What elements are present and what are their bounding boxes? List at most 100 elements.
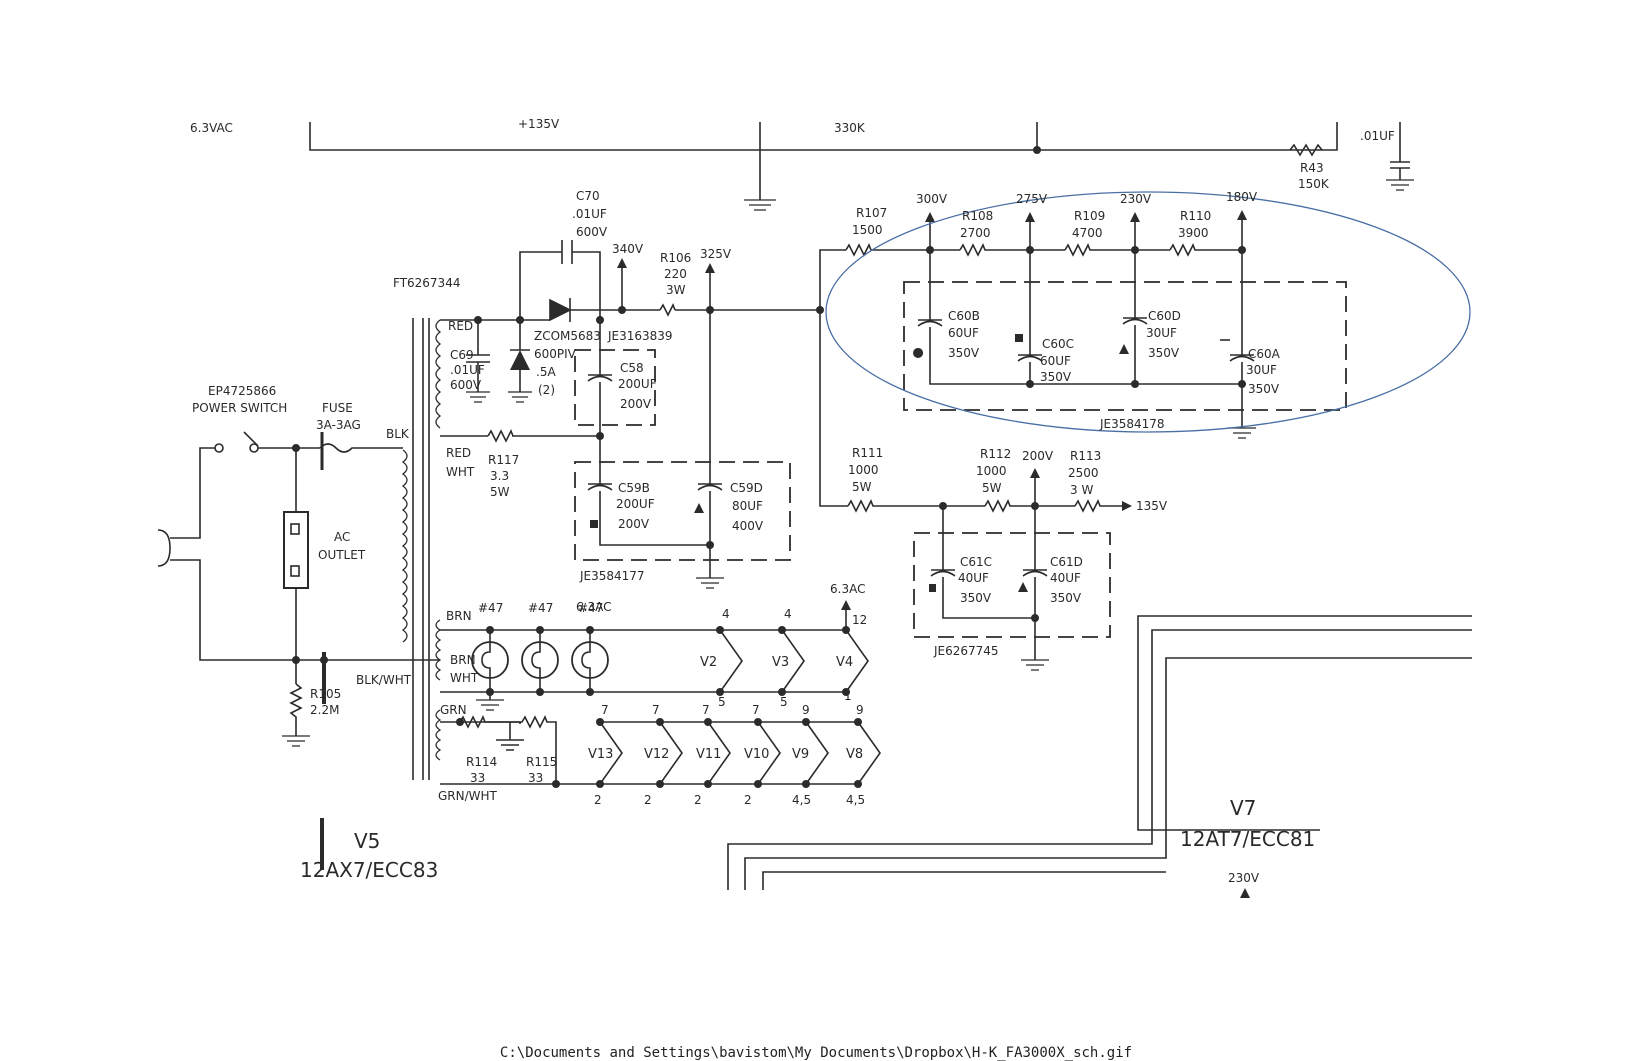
- zener-part: ZCOM5683: [534, 329, 601, 343]
- c69-label: C69: [450, 348, 474, 362]
- c59b-voltage: 200V: [618, 517, 650, 531]
- r112-value: 1000: [976, 464, 1007, 478]
- v200-label: 200V: [1022, 449, 1054, 463]
- v230b-label: 230V: [1228, 871, 1260, 885]
- r110-label: R110: [1180, 209, 1211, 223]
- je3584178-label: JE3584178: [1099, 417, 1165, 431]
- heater-string-2: [440, 715, 881, 788]
- r106-value: 220: [664, 267, 687, 281]
- v5-label: V5: [354, 829, 380, 853]
- c59d-voltage: 400V: [732, 519, 764, 533]
- v4-label: V4: [836, 655, 853, 670]
- r111-label: R111: [852, 446, 883, 460]
- c69-value: .01UF: [450, 363, 485, 377]
- r113-label: R113: [1070, 449, 1101, 463]
- power-switch-label: POWER SWITCH: [192, 401, 287, 415]
- c61c-value: 40UF: [958, 571, 989, 585]
- c60a-voltage: 350V: [1248, 382, 1280, 396]
- v325-label: 325V: [700, 247, 732, 261]
- v340-label: 340V: [612, 242, 644, 256]
- pin45a-label: 4,5: [792, 793, 811, 807]
- c61c-label: C61C: [960, 555, 992, 569]
- r112-watt: 5W: [982, 481, 1002, 495]
- pin45b-label: 4,5: [846, 793, 865, 807]
- r112-label: R112: [980, 447, 1011, 461]
- v10-label: V10: [744, 747, 769, 762]
- r113-value: 2500: [1068, 466, 1099, 480]
- v300-label: 300V: [916, 192, 948, 206]
- mains-input: [157, 431, 440, 747]
- pin12-label: 12: [852, 613, 867, 627]
- pin2c-label: 2: [694, 793, 702, 807]
- pin2b-label: 2: [644, 793, 652, 807]
- c60c-label: C60C: [1042, 337, 1074, 351]
- pin2a-label: 2: [594, 793, 602, 807]
- c01uf-top-label: .01UF: [1360, 129, 1395, 143]
- v135-top-label: +135V: [518, 117, 560, 131]
- v12-label: V12: [644, 747, 669, 762]
- c60b-label: C60B: [948, 309, 980, 323]
- v135-label: 135V: [1136, 499, 1168, 513]
- r109-value: 4700: [1072, 226, 1103, 240]
- pin9a-label: 9: [802, 703, 810, 717]
- hv-rectifier: [440, 240, 824, 589]
- c60b-voltage: 350V: [948, 346, 980, 360]
- v2-label: V2: [700, 655, 717, 670]
- c61c-voltage: 350V: [960, 591, 992, 605]
- je6267745-label: JE6267745: [933, 644, 999, 658]
- zener-count: (2): [538, 383, 555, 397]
- c59b-value: 200UF: [616, 497, 655, 511]
- pin5a-label: 5: [718, 695, 726, 709]
- red-wire-label: RED: [448, 319, 473, 333]
- file-path-caption: C:\Documents and Settings\bavistom\My Do…: [499, 1045, 1133, 1061]
- v7-tube-label: 12AT7/ECC81: [1180, 827, 1315, 851]
- r105-label: R105: [310, 687, 341, 701]
- r107-value: 1500: [852, 223, 883, 237]
- pin7a-label: 7: [601, 703, 609, 717]
- r117-watt: 5W: [490, 485, 510, 499]
- c69-voltage: 600V: [450, 378, 482, 392]
- r111-value: 1000: [848, 463, 879, 477]
- c59b-label: C59B: [618, 481, 650, 495]
- c60d-voltage: 350V: [1148, 346, 1180, 360]
- fuse-value: 3A-3AG: [316, 418, 361, 432]
- r108-value: 2700: [960, 226, 991, 240]
- r111-watt: 5W: [852, 480, 872, 494]
- fuse-label: FUSE: [322, 401, 353, 415]
- pin7b-label: 7: [652, 703, 660, 717]
- outlet-label: OUTLET: [318, 548, 366, 562]
- c70-voltage: 600V: [576, 225, 608, 239]
- je3584177-label: JE3584177: [579, 569, 645, 583]
- r113-watt: 3 W: [1070, 483, 1093, 497]
- v7-label: V7: [1230, 796, 1256, 820]
- zener-amp: .5A: [536, 365, 556, 379]
- c60a-value: 30UF: [1246, 363, 1277, 377]
- r330k-label: 330K: [834, 121, 866, 135]
- r114-label: R114: [466, 755, 497, 769]
- r117-label: R117: [488, 453, 519, 467]
- r108-label: R108: [962, 209, 993, 223]
- je3163839-label: JE3163839: [607, 329, 673, 343]
- r43-label: R43: [1300, 161, 1324, 175]
- c58-label: C58: [620, 361, 644, 375]
- pin1-label: 1: [844, 689, 852, 703]
- v230-label: 230V: [1120, 192, 1152, 206]
- ac63-label-main: 6.3AC: [830, 582, 865, 596]
- r110-value: 3900: [1178, 226, 1209, 240]
- c70-label: C70: [576, 189, 600, 203]
- c59d-value: 80UF: [732, 499, 763, 513]
- blk-wht-label: BLK/WHT: [356, 673, 412, 687]
- v11-label: V11: [696, 747, 721, 762]
- bottom-wiring: [320, 615, 1472, 898]
- c61d-voltage: 350V: [1050, 591, 1082, 605]
- v8-label: V8: [846, 747, 863, 762]
- v5-tube-label: 12AX7/ECC83: [300, 858, 438, 882]
- c61d-label: C61D: [1050, 555, 1083, 569]
- pin4a-label: 4: [722, 607, 730, 621]
- r106-label: R106: [660, 251, 691, 265]
- c60c-voltage: 350V: [1040, 370, 1072, 384]
- c58-value: 200UF: [618, 377, 657, 391]
- highlight-ellipse: [825, 191, 1471, 433]
- c60a-label: C60A: [1248, 347, 1281, 361]
- pin9b-label: 9: [856, 703, 864, 717]
